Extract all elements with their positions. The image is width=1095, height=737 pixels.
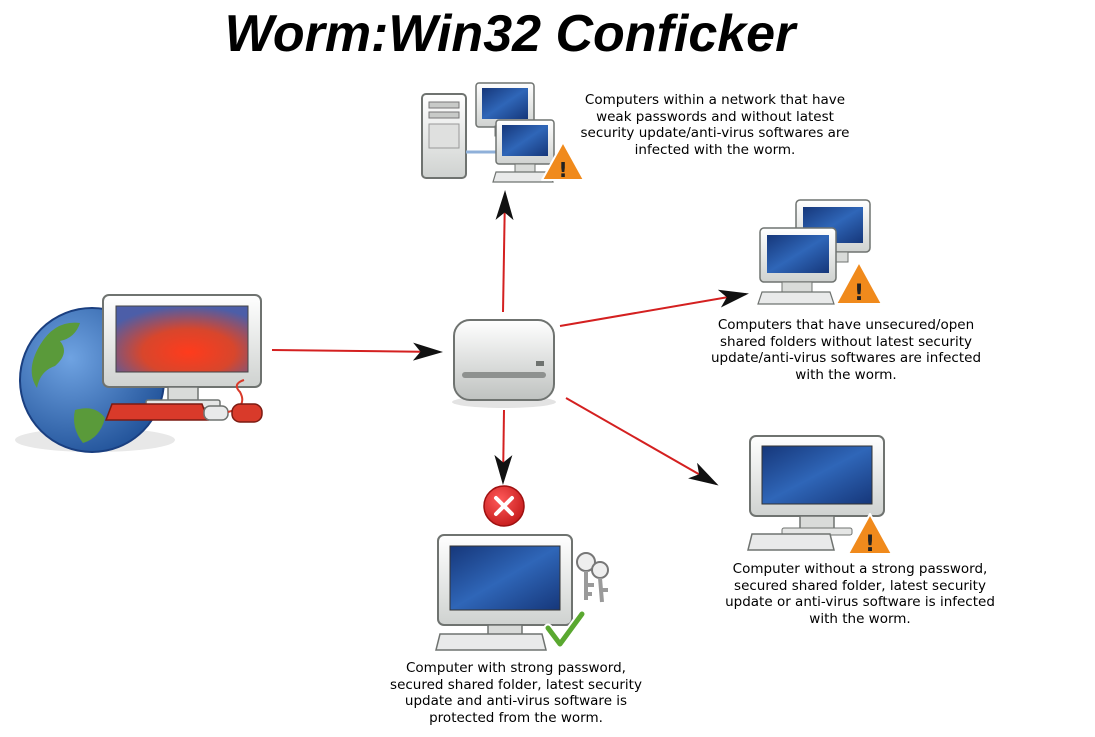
warning-icon: ! [541,141,585,182]
protected-computer-caption: Computer with strong password, secured s… [390,660,642,726]
network-caption: Computers within a network that have wea… [580,92,850,158]
weak-computer-caption: Computer without a strong password, secu… [725,561,995,627]
svg-text:!: ! [558,158,567,182]
checkmark-icon [543,609,587,649]
keyboard-icon [747,533,835,551]
network-computers-node: ! [421,82,585,183]
infected-source-computer [15,294,263,453]
warning-icon: ! [835,261,883,306]
removable-drive-icon [452,319,556,408]
protected-computer-node [435,485,609,651]
shared-folder-computers-node: ! [757,199,883,306]
keyboard-icon [435,633,547,651]
edges [271,190,749,486]
svg-text:!: ! [865,532,875,557]
keyboard-icon [104,403,210,421]
edge-source-to-drive [271,342,443,361]
edge-drive-to-shared [559,289,749,327]
weak-password-computer-node: ! [747,435,893,557]
blocked-icon [483,485,525,527]
svg-text:!: ! [854,281,864,306]
warning-icon: ! [847,513,893,557]
shared-folders-caption: Computers that have unsecured/open share… [710,317,982,383]
edge-drive-to-weak [565,397,719,486]
edge-drive-to-network [495,190,514,313]
keys-icon [576,552,609,603]
edge-drive-to-protected [494,409,513,485]
diagram-title: Worm:Win32 Conficker [224,5,796,63]
